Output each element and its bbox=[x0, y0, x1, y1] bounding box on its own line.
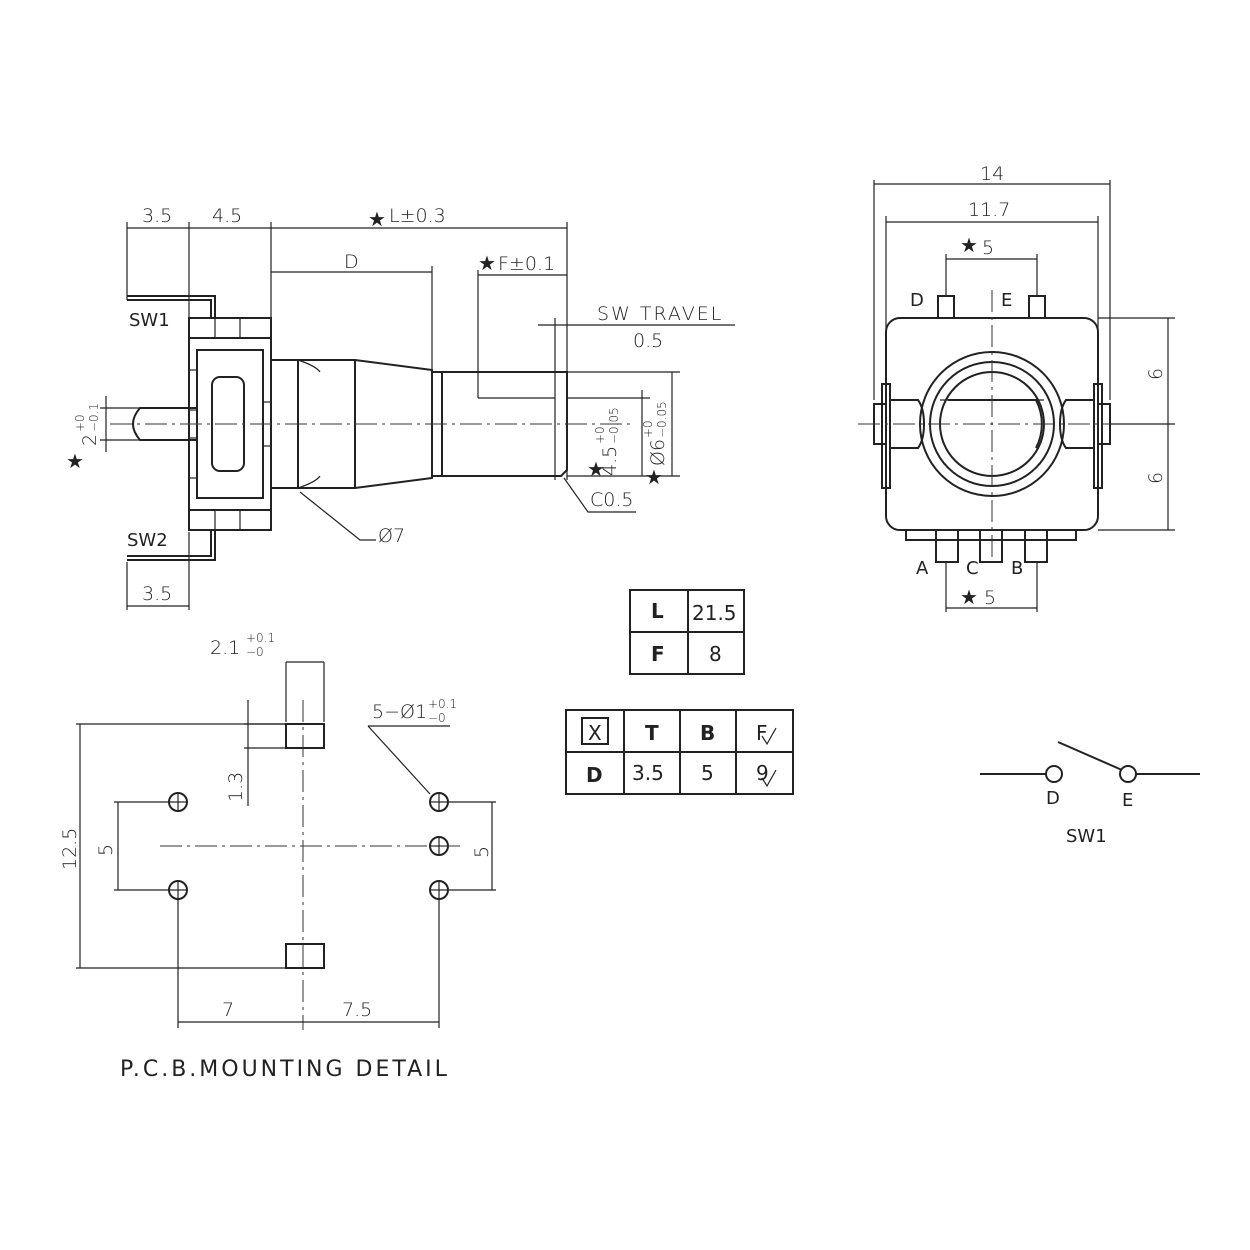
dim-4-5-tol-minus: −0.05 bbox=[607, 407, 621, 444]
pin-A-label: A bbox=[916, 558, 929, 579]
dim-1-3: 1.3 bbox=[225, 772, 247, 802]
dim-phi6: Ø6 bbox=[647, 439, 669, 466]
switch-E-label: E bbox=[1122, 790, 1133, 811]
dim-5-bottom: 5 bbox=[984, 587, 996, 609]
hole-dim: 5−Ø1 bbox=[372, 701, 427, 723]
table-cell: 5 bbox=[701, 761, 714, 785]
dim-5-right: 5 bbox=[471, 846, 493, 858]
table-cell: 3.5 bbox=[632, 761, 664, 785]
dim-5-left: 5 bbox=[95, 844, 117, 856]
star-icon: ★ bbox=[645, 465, 663, 489]
dim-14: 14 bbox=[980, 163, 1004, 185]
dim-2-tol-minus: −0.1 bbox=[87, 403, 101, 432]
dim-3-5-top: 3.5 bbox=[142, 205, 172, 227]
dim-11-7: 11.7 bbox=[968, 199, 1010, 221]
sw1-label: SW1 bbox=[129, 310, 170, 331]
table-cell: 8 bbox=[709, 642, 722, 666]
dim-12-5: 12.5 bbox=[59, 828, 81, 870]
pin-B-label: B bbox=[1011, 558, 1023, 579]
dim-6-lower: 6 bbox=[1145, 472, 1167, 484]
dim-7: 7 bbox=[222, 999, 234, 1021]
dim-2: 2 bbox=[79, 434, 101, 446]
sw-travel-value: 0.5 bbox=[633, 330, 663, 352]
slot-dim: 2.1 bbox=[210, 637, 240, 659]
table-header: X bbox=[588, 721, 602, 745]
table-L-F: L 21.5 F 8 bbox=[629, 589, 745, 675]
table-cell: 21.5 bbox=[692, 601, 737, 625]
pin-D-label: D bbox=[910, 290, 924, 311]
pin-E-label: E bbox=[1001, 290, 1012, 311]
switch-D-label: D bbox=[1046, 788, 1060, 809]
table-header: B bbox=[700, 721, 715, 745]
dim-phi6-tol-plus: +0 bbox=[641, 420, 655, 438]
slot-tol-minus: −0 bbox=[246, 645, 264, 659]
pcb-mounting-detail: 2.1 +0.1 −0 5−Ø1 +0.1 −0 1.3 12.5 bbox=[59, 631, 496, 1082]
hole-tol-minus: −0 bbox=[428, 711, 446, 725]
c05-label: C0.5 bbox=[590, 489, 633, 511]
table-cell: 9 bbox=[756, 761, 769, 785]
dim-4-5-shaft: 4.5 bbox=[599, 446, 621, 476]
switch-name: SW1 bbox=[1066, 826, 1107, 847]
star-icon: ★ bbox=[960, 585, 978, 609]
dim-F: F±0.1 bbox=[498, 253, 555, 275]
dim-4-5-tol-plus: +0 bbox=[593, 426, 607, 444]
side-view: 3.5 4.5 ★ L±0.3 D ★ F±0.1 SW TRAVEL 0.5 … bbox=[66, 205, 735, 610]
pin-C-label: C bbox=[966, 558, 979, 579]
pcb-title: P.C.B.MOUNTING DETAIL bbox=[120, 1057, 450, 1082]
switch-symbol: D E SW1 bbox=[980, 741, 1200, 847]
star-icon: ★ bbox=[368, 207, 386, 231]
dim-D: D bbox=[344, 251, 359, 273]
table-header: F bbox=[756, 721, 768, 745]
dim-4-5: 4.5 bbox=[212, 205, 242, 227]
table-header: T bbox=[645, 721, 659, 745]
star-icon: ★ bbox=[587, 457, 605, 481]
star-icon: ★ bbox=[66, 449, 84, 473]
table-cell: D bbox=[586, 763, 603, 787]
hole-tol-plus: +0.1 bbox=[428, 697, 457, 711]
table-D-X: X T B F D 3.5 5 9 bbox=[565, 709, 794, 795]
dim-3-5-bottom: 3.5 bbox=[142, 583, 172, 605]
table-cell: F bbox=[651, 642, 665, 666]
table-cell: L bbox=[651, 599, 664, 623]
dim-2-tol-plus: +0 bbox=[73, 414, 87, 432]
star-icon: ★ bbox=[960, 233, 978, 257]
phi7-label: Ø7 bbox=[378, 525, 405, 547]
dim-phi6-tol-minus: −0.05 bbox=[655, 401, 669, 438]
dim-L: L±0.3 bbox=[389, 205, 446, 227]
dim-6-upper: 6 bbox=[1145, 368, 1167, 380]
dim-7-5: 7.5 bbox=[342, 999, 372, 1021]
sw-travel-label: SW TRAVEL bbox=[597, 303, 723, 325]
front-view: 14 11.7 ★ 5 D E A C B bbox=[858, 163, 1175, 612]
sw2-label: SW2 bbox=[127, 530, 168, 551]
star-icon: ★ bbox=[478, 251, 496, 275]
slot-tol-plus: +0.1 bbox=[246, 631, 275, 645]
dim-5-top: 5 bbox=[982, 237, 994, 259]
